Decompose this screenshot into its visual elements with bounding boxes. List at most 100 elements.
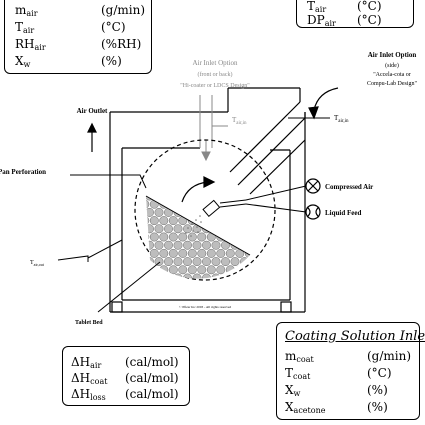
inlet-row-tair: Tair [15,20,35,35]
coating-row-xw: Xw [285,383,301,398]
tablet [202,257,211,267]
tablet [146,232,150,242]
tablet [154,273,164,279]
coating-row-xacetone-unit: (%) [367,400,388,414]
tablet-bed-leader [97,261,161,313]
tablet [154,240,164,250]
front-inlet-label-2: (front or back) [198,71,233,78]
front-inlet-label-3: "Hi-coater or LDCS Design" [180,83,250,89]
t-air-out-label: Tair,out [30,260,45,268]
tablet [230,196,240,201]
inlet-row-mair-unit: (g/min) [101,3,146,17]
tablet [173,196,183,201]
tablet [149,216,159,226]
tablet [211,196,221,201]
tablet [146,265,150,275]
tablet [168,216,178,226]
tablet [168,199,178,209]
tablet [178,232,188,242]
tablet [187,248,197,258]
inlet-row-mair: mair [15,3,38,18]
tablet [183,257,192,267]
tablet [183,240,192,250]
pan-perforation-label: Pan Perforation [0,168,46,176]
air-outlet-arrow [87,122,97,152]
enthalpy-row-loss: ΔHloss [71,387,106,402]
tablet [225,265,235,275]
tablet-bed-fill [136,196,263,279]
tablet [255,200,263,208]
housing-outline [109,111,306,313]
tablet [173,257,183,267]
tablet [240,273,249,279]
outlet-row-tair: Tair [307,0,327,14]
inlet-row-tair-unit: (°C) [101,20,126,34]
tablet [192,273,202,279]
coating-row-xw-unit: (%) [367,383,388,397]
tablet [225,216,235,226]
tablet [225,232,235,242]
tablet [164,207,173,217]
tablet [197,265,207,275]
tablet [240,196,249,201]
tablet [206,232,216,242]
tablet [154,224,164,234]
tablet [230,224,240,234]
front-inlet-arrows [199,95,213,162]
tablet [249,240,250,250]
side-inlet-label-4: Compu-Lab Design" [367,81,417,87]
tablet [221,257,230,267]
tablet [159,232,169,242]
tablet [221,207,230,217]
tablet [173,240,183,250]
outlet-row-dpair: DPair [307,13,336,28]
tablet [255,266,263,274]
tablet [192,224,202,234]
tablet [164,240,173,250]
tablet [235,265,245,275]
side-inlet-label-1: Air Inlet Option [368,51,417,59]
tablet [249,273,250,279]
tablet [211,273,221,279]
enthalpy-box: ΔHair (cal/mol) ΔHcoat (cal/mol) ΔHloss … [62,346,190,406]
tablet [197,248,207,258]
side-inlet-label-3: "Accela-cota or [373,72,411,78]
tablet [168,265,178,275]
inlet-row-rhair: RHair [15,37,46,52]
inlet-row-xw: Xw [15,54,31,69]
tablet [255,216,263,224]
tablet [168,232,178,242]
tablet [235,232,245,242]
tablet [235,216,245,226]
tablet [244,232,250,242]
compressed-air-label: Compressed Air [325,183,373,191]
tablet [149,232,159,242]
side-inlet-duct [227,87,306,195]
coating-row-mcoat-unit: (g/min) [367,349,412,363]
tablet [221,196,230,201]
tablet [249,224,250,234]
tablet [164,257,173,267]
coating-row-mcoat: mcoat [285,349,314,364]
tablet [230,207,240,217]
tablet [221,224,230,234]
pan-perforation-leader [70,174,147,189]
tablet [146,216,150,226]
tablet [216,248,226,258]
t-air-out-leader [57,255,89,262]
t-air-in-front-label: Tair,in [232,116,247,126]
tablet [187,199,197,209]
tablet [178,216,188,226]
tablet [154,257,164,267]
tablet [173,224,183,234]
tablet [211,224,221,234]
tablet [159,248,169,258]
tablet [136,208,144,216]
tablet [206,216,216,226]
inlet-conditions-box: mair (g/min) Tair (°C) RHair (%RH) Xw (%… [4,0,152,74]
outlet-row-tair-unit: (°C) [357,0,382,13]
tablet [202,273,211,279]
tablet [178,248,188,258]
tablet [216,216,226,226]
